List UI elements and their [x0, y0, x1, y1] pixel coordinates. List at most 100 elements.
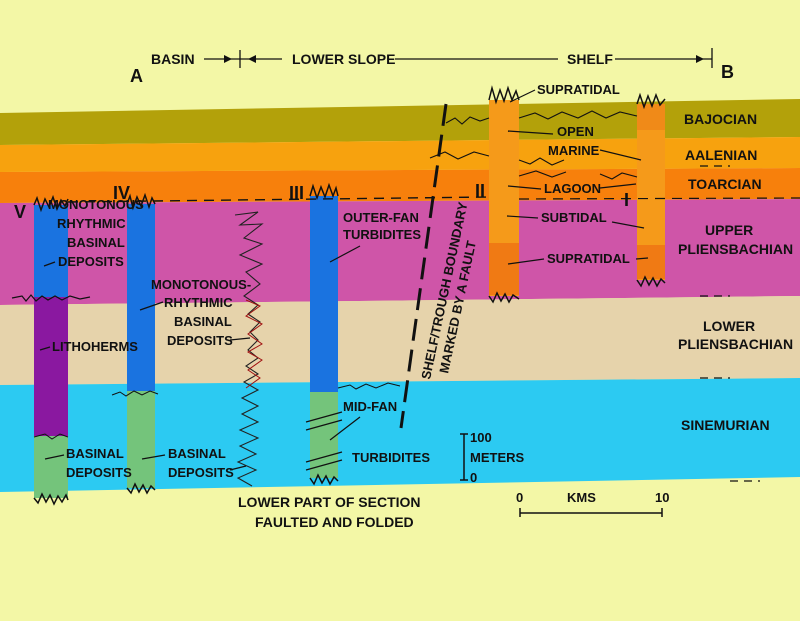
end-label-a: A [130, 66, 143, 86]
zone-label-lower-slope: LOWER SLOPE [292, 51, 395, 67]
arrow-marine-right [599, 149, 642, 161]
rhythmic-zigzag-trace-red [245, 299, 263, 389]
band-bajocian [0, 99, 800, 145]
column-iii-top-jag [309, 182, 339, 201]
section-label-ii: II [475, 181, 485, 201]
arrow-subtidal-left [506, 215, 539, 219]
facies-monotonous-iv-1: MONOTONOUS- [151, 277, 251, 292]
arrow-monotonous-iv-left [139, 301, 164, 311]
column-v-contact [11, 294, 91, 302]
facies-subtidal: SUBTIDAL [541, 210, 607, 225]
facies-lithoherms: LITHOHERMS [52, 339, 138, 354]
stage-label-lower-pliensbachian-1: LOWER [703, 318, 755, 334]
facies-monotonous-iv-3: BASINAL [174, 314, 232, 329]
section-label-iv: IV [113, 183, 130, 203]
arrow-open-left [507, 130, 554, 135]
rhythmic-zigzag-trace [234, 211, 264, 487]
facies-monotonous-v-1: MONOTONOUS [48, 197, 144, 212]
facies-basinal-v-1: BASINAL [66, 446, 124, 461]
column-i-top-shade [637, 104, 665, 130]
stage-label-aalenian: AALENIAN [685, 147, 757, 163]
column-iv-contact [111, 390, 159, 397]
stage-label-bajocian: BAJOCIAN [684, 111, 757, 127]
column-iv-blue [127, 204, 155, 392]
zone-label-basin: BASIN [151, 51, 195, 67]
vertical-scale-unit: METERS [470, 450, 525, 465]
band-toarcian [0, 168, 800, 203]
facies-basinal-iv-2: DEPOSITS [168, 465, 234, 480]
vertical-scale-zero: 0 [470, 470, 477, 485]
arrow-monotonous-v [43, 261, 56, 267]
arrow-supratidal-top [509, 89, 536, 103]
facies-open-1: OPEN [557, 124, 594, 139]
band-aalenian [0, 137, 800, 172]
horizontal-scale-unit: KMS [567, 490, 596, 505]
column-ii-lower-shade [489, 243, 519, 295]
section-label-iii: III [289, 183, 304, 203]
section-label-v: V [14, 202, 26, 222]
arrow-basinal-v [44, 454, 65, 460]
facies-outer-fan-1: OUTER-FAN [343, 210, 419, 225]
zone-label-shelf: SHELF [567, 51, 613, 67]
correlation-dash-top [67, 196, 490, 203]
column-ii-bottom-jag [488, 291, 520, 304]
facies-lagoon: LAGOON [544, 181, 601, 196]
facies-monotonous-v-2: RHYTHMIC [57, 216, 126, 231]
facies-basinal-v-2: DEPOSITS [66, 465, 132, 480]
arrowhead-3 [696, 55, 704, 63]
column-iii-hatch-2 [305, 419, 343, 431]
column-iv-green [127, 391, 155, 488]
column-iv-top-jag [126, 192, 156, 211]
stage-label-lower-pliensbachian-2: PLIENSBACHIAN [678, 336, 793, 352]
stage-label-sinemurian: SINEMURIAN [681, 417, 770, 433]
end-label-b: B [721, 62, 734, 82]
arrow-monotonous-iv-right [229, 337, 251, 341]
band-upper-pliensbachian [0, 199, 800, 305]
facies-open-2: MARINE [548, 143, 600, 158]
correlation-wave-2 [518, 110, 638, 120]
section-label-i: I [624, 190, 629, 210]
horizontal-scale-start: 0 [516, 490, 523, 505]
correlation-wave-1 [445, 116, 490, 125]
stage-label-upper-pliensbachian-1: UPPER [705, 222, 753, 238]
column-iii-hatch-4 [305, 459, 343, 471]
arrow-lagoon-left [507, 185, 542, 190]
facies-turbidites: TURBIDITES [352, 450, 430, 465]
horizontal-scale-end: 10 [655, 490, 669, 505]
correlation-wave-6 [599, 172, 638, 180]
column-i-top-jag [636, 92, 666, 110]
facies-outer-fan-2: TURBIDITES [343, 227, 421, 242]
arrow-basinal-iv-left [141, 454, 166, 460]
vertical-scale-top: 100 [470, 430, 492, 445]
column-v-blue [34, 205, 68, 298]
facies-monotonous-iv-4: DEPOSITS [167, 333, 233, 348]
facies-supratidal-top: SUPRATIDAL [537, 82, 620, 97]
column-iv-bottom-jag [126, 482, 156, 495]
column-i-lower-shade [637, 245, 665, 279]
column-iii-contact [337, 382, 401, 390]
correlation-wave-5 [518, 170, 567, 178]
facies-monotonous-iv-2: RHYTHMIC [164, 295, 233, 310]
facies-supratidal-bottom: SUPRATIDAL [547, 251, 630, 266]
column-iii-hatch-1 [305, 411, 343, 423]
correlation-dash-right [518, 197, 800, 200]
facies-monotonous-v-3: BASINAL [67, 235, 125, 250]
facies-mid-fan: MID-FAN [343, 399, 397, 414]
stage-label-upper-pliensbachian-2: PLIENSBACHIAN [678, 241, 793, 257]
arrow-mid-fan [329, 416, 361, 441]
arrowhead-2 [248, 55, 256, 63]
arrowhead-1 [224, 55, 232, 63]
column-v-contact2 [33, 433, 69, 440]
correlation-wave-4 [518, 157, 565, 166]
column-v-green [34, 436, 68, 498]
lower-note-2: FAULTED AND FOLDED [255, 514, 414, 530]
band-lower-pliensbachian [0, 296, 800, 385]
column-i-bottom-jag [636, 275, 666, 288]
arrow-lithoherms [39, 346, 51, 351]
column-iii-blue [310, 196, 338, 393]
arrow-lagoon-right [599, 183, 637, 189]
column-v-top-jag [33, 194, 69, 213]
arrow-supratidal-bottom-right [635, 257, 649, 260]
